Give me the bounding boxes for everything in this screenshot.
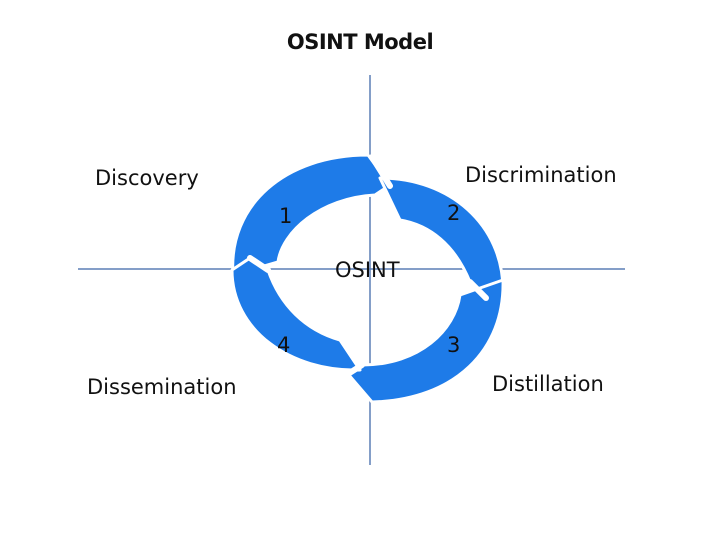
cycle-segment-4	[230, 256, 362, 372]
cycle-segment-1	[231, 153, 392, 277]
quadrant-label-distillation: Distillation	[492, 372, 604, 396]
center-label: OSINT	[335, 258, 400, 282]
diagram-title: OSINT Model	[286, 30, 434, 54]
quadrant-label-discovery: Discovery	[95, 166, 199, 190]
quadrant-label-discrimination: Discrimination	[465, 163, 617, 187]
cycle-segment-3	[346, 278, 505, 404]
step-number-1: 1	[279, 204, 293, 228]
step-number-4: 4	[277, 333, 291, 357]
quadrant-label-dissemination: Dissemination	[87, 375, 237, 399]
step-number-2: 2	[447, 201, 461, 225]
step-number-3: 3	[447, 333, 461, 357]
